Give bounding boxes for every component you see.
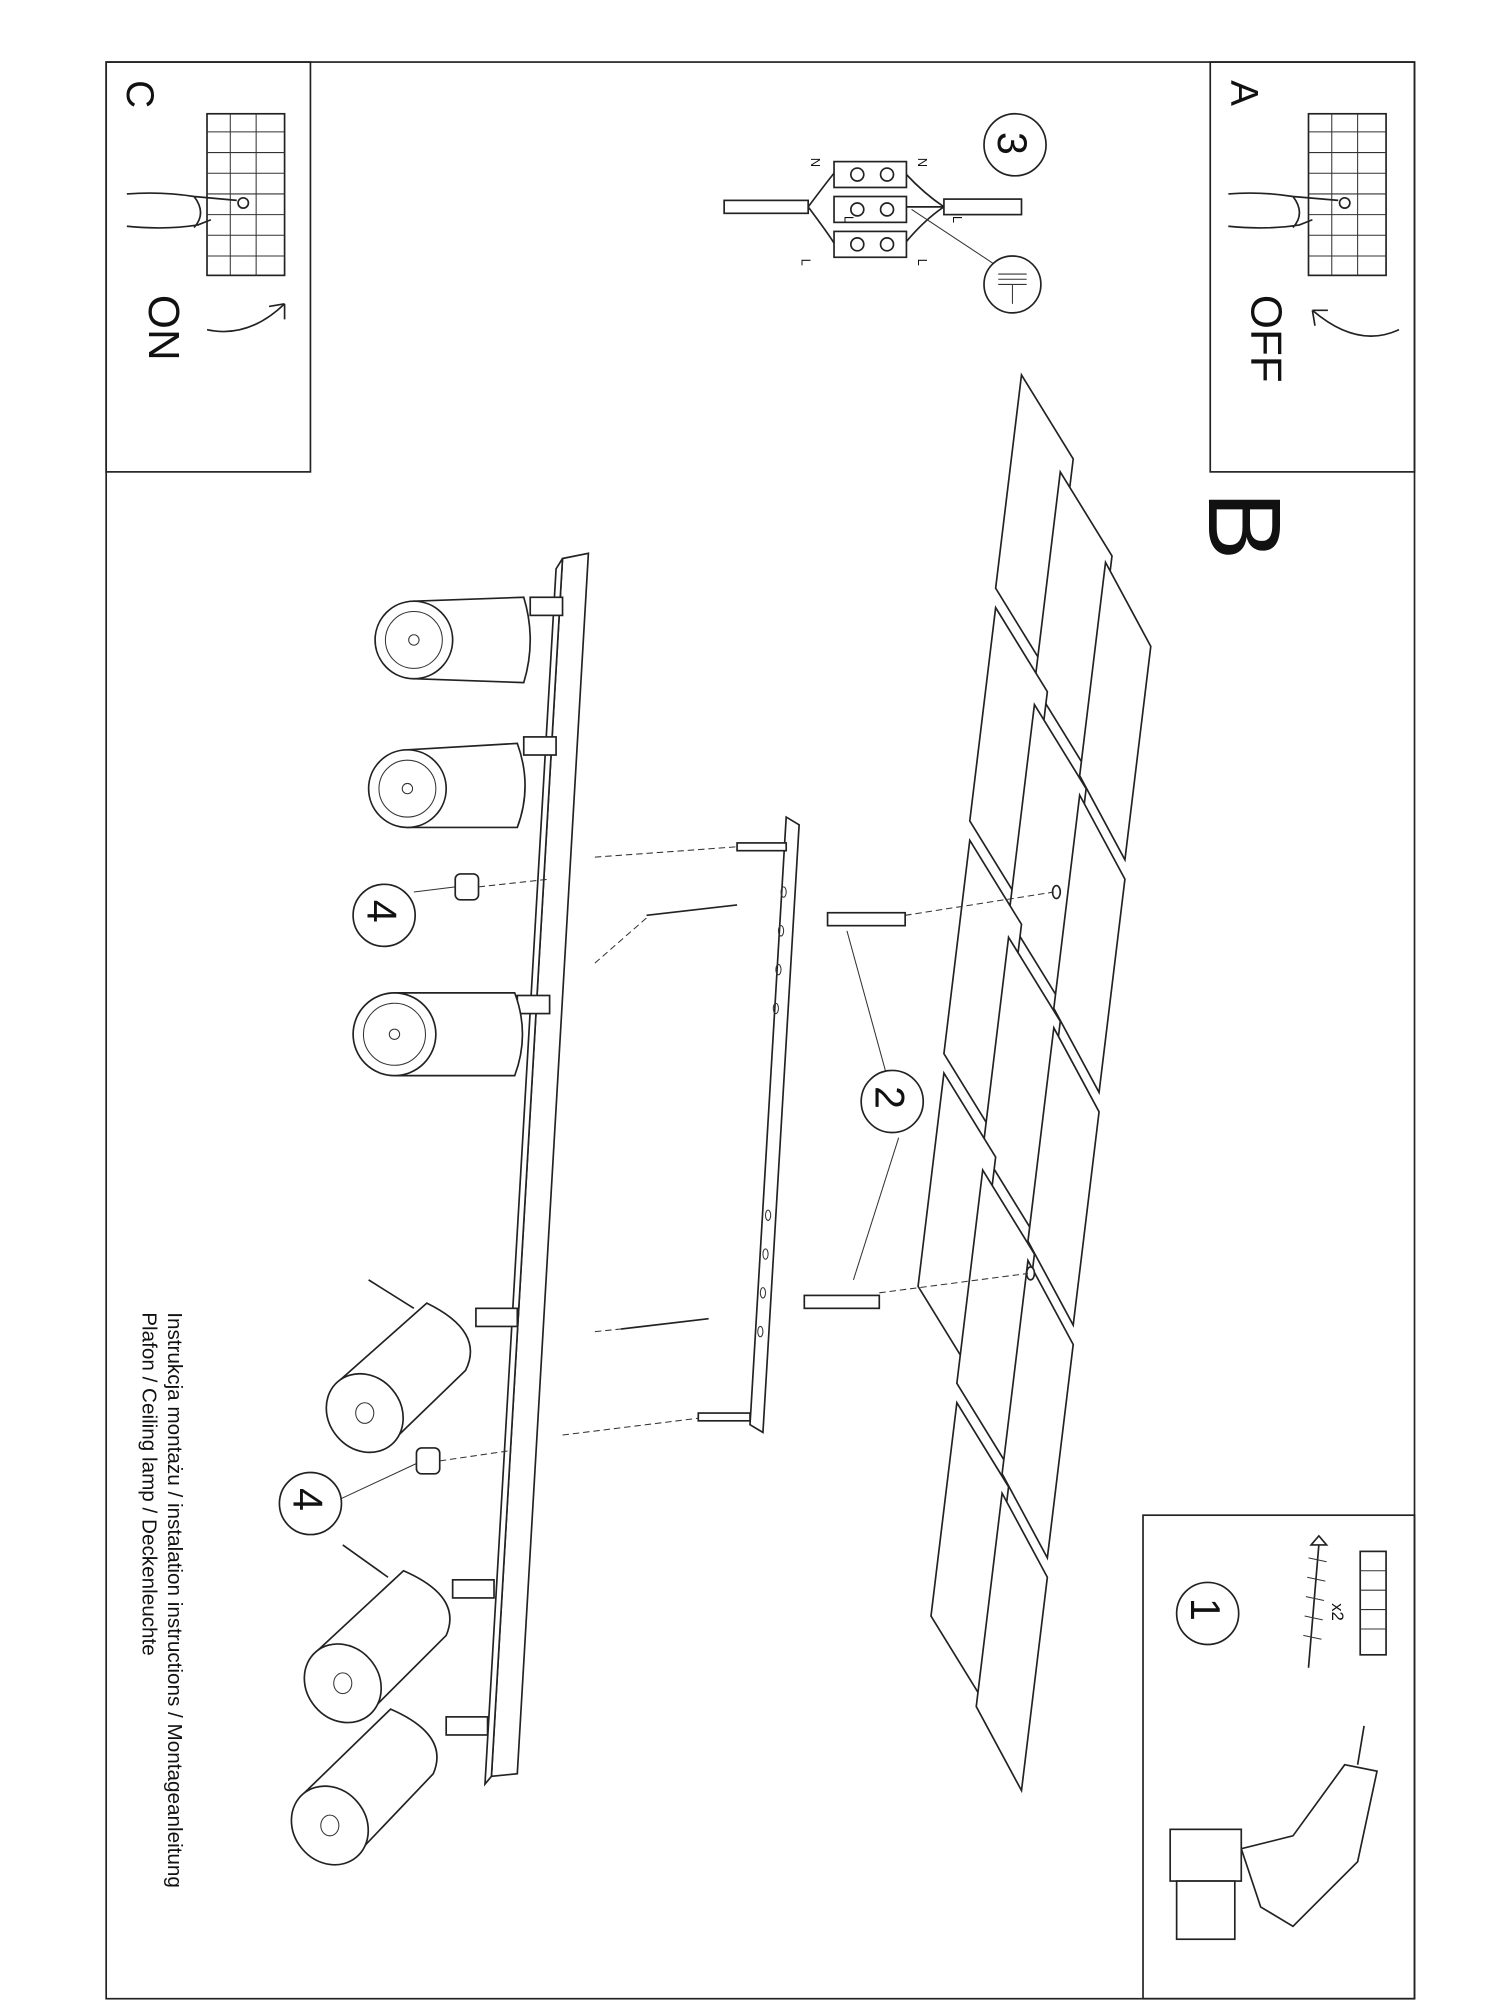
breaker-panel-icon	[206, 112, 286, 277]
screw-icon	[1303, 1534, 1329, 1668]
spotlight	[367, 736, 557, 829]
panel-a-frame	[1209, 61, 1416, 473]
mounting-bracket	[697, 815, 800, 1434]
panel-a-letter: A	[1222, 80, 1265, 106]
breaker-panel-icon	[1307, 112, 1387, 277]
wire-label-neutral-left: N	[808, 158, 823, 167]
spotlight	[290, 1708, 489, 1866]
wire-label-live-right: L	[950, 216, 965, 223]
panel-c-frame	[105, 61, 312, 473]
wire-label-neutral-right: N	[915, 158, 930, 167]
end-cap	[454, 873, 480, 901]
step-1-number: 1	[1182, 1598, 1228, 1621]
step-4b-number: 4	[285, 1488, 331, 1511]
wiring-diagram: 3 N N L L L L	[723, 112, 1047, 314]
step-2-badge	[860, 1069, 925, 1134]
step-3-number: 3	[989, 132, 1035, 155]
parts-quantity: x2	[1328, 1603, 1347, 1621]
ceiling-lamp	[290, 552, 590, 1866]
spotlight	[325, 1279, 519, 1454]
caption-line-2: Plafon / Ceiling lamp / Deckenleuchte	[137, 1312, 160, 1656]
panel-c-letter: C	[118, 80, 161, 108]
panel-b-letter: B	[1187, 491, 1303, 560]
step-4a-number: 4	[358, 900, 404, 923]
arrow-icon	[206, 302, 286, 333]
spotlight	[303, 1544, 495, 1724]
wall-plug-icon	[1359, 1550, 1387, 1656]
wire-label-live-mid: L	[841, 216, 856, 223]
panel-a-state: OFF	[1242, 295, 1291, 383]
arrow-icon	[1311, 309, 1400, 337]
step-1-badge	[1175, 1581, 1240, 1646]
drill-icon	[1169, 1725, 1379, 1941]
ceiling-tiles	[917, 372, 1152, 1794]
outer-frame	[105, 61, 1416, 2000]
step-4a-badge	[352, 883, 416, 948]
step-2-number: 2	[866, 1086, 912, 1109]
panel-a: A OFF	[1222, 80, 1400, 383]
screws-and-plugs	[562, 846, 1054, 1436]
wire-label-live-right2: L	[915, 259, 930, 266]
caption-line-1: Instrukcja montażu / instalation instruc…	[163, 1312, 186, 1888]
hand-icon	[1228, 192, 1339, 229]
panel-1: 1 x2	[1169, 1534, 1387, 1941]
wire-label-live-left: L	[799, 259, 814, 266]
panel-1-frame	[1142, 1514, 1416, 2000]
end-cap	[415, 1447, 441, 1475]
spotlight	[352, 992, 551, 1077]
panel-c-state: ON	[139, 295, 188, 361]
step-4b-badge	[278, 1471, 343, 1536]
step-3-badge	[983, 112, 1047, 177]
hand-icon	[126, 192, 237, 229]
panel-c: C ON	[118, 80, 286, 361]
spotlight	[374, 596, 564, 684]
